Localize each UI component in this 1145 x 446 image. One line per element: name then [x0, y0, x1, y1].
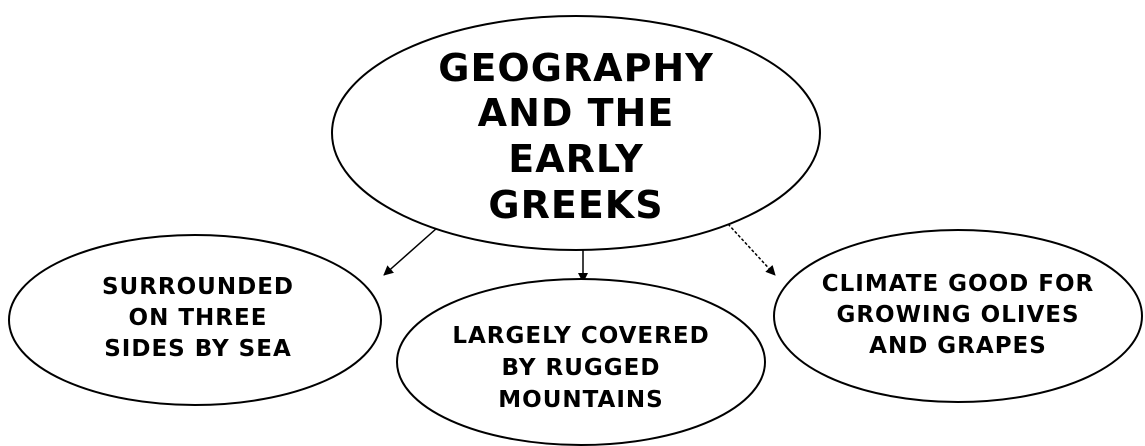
node-middle-ellipse	[396, 278, 766, 446]
node-left: SURROUNDED ON THREE SIDES BY SEA	[8, 234, 382, 406]
node-center-line-1: GEOGRAPHY	[438, 46, 713, 90]
node-middle-line-2: BY RUGGED	[502, 355, 661, 381]
node-right: CLIMATE GOOD FOR GROWING OLIVES AND GRAP…	[773, 229, 1143, 403]
node-left-ellipse	[8, 234, 382, 406]
arrow-center-to-left	[383, 227, 438, 276]
node-left-line-3: SIDES BY SEA	[104, 336, 292, 362]
node-middle: LARGELY COVERED BY RUGGED MOUNTAINS	[396, 278, 766, 446]
node-center-line-3: EARLY	[508, 137, 643, 181]
arrow-center-to-right	[727, 223, 776, 276]
node-left-line-1: SURROUNDED	[102, 274, 294, 300]
node-right-line-1: CLIMATE GOOD FOR	[822, 271, 1094, 297]
node-right-line-2: GROWING OLIVES	[836, 302, 1079, 328]
node-right-line-3: AND GRAPES	[869, 333, 1047, 359]
node-left-line-2: ON THREE	[129, 305, 268, 331]
node-center-line-4: GREEKS	[488, 183, 663, 227]
node-center-ellipse	[331, 15, 821, 251]
node-middle-line-1: LARGELY COVERED	[452, 323, 709, 349]
node-center-line-2: AND THE	[478, 91, 675, 135]
node-middle-line-3: MOUNTAINS	[498, 387, 663, 413]
node-right-ellipse	[773, 229, 1143, 403]
node-center: GEOGRAPHY AND THE EARLY GREEKS	[331, 15, 821, 251]
